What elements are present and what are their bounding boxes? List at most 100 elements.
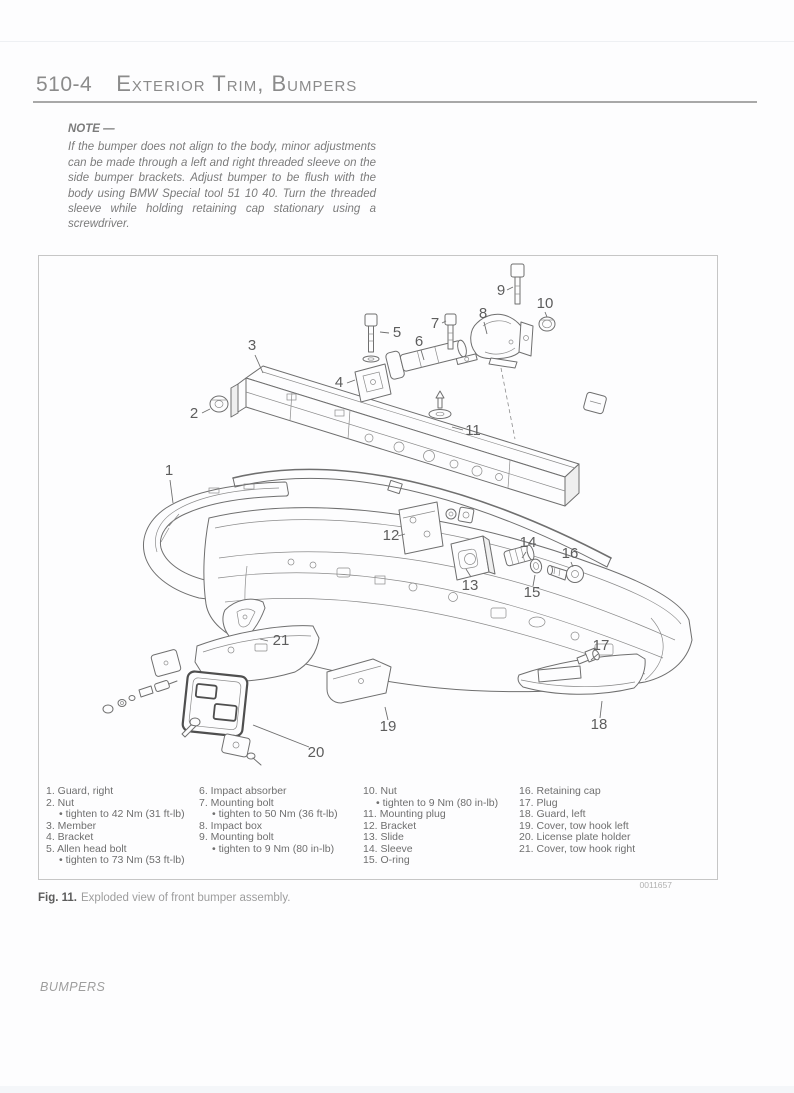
legend-item-note: • tighten to 9 Nm (80 in-lb) (376, 796, 499, 809)
part-trim-strip (232, 468, 612, 568)
legend-item: 7. Mounting bolt (199, 796, 274, 809)
legend-item: 20. License plate holder (519, 831, 631, 843)
part-nut-10 (538, 316, 556, 332)
callout-leader-10 (544, 311, 548, 318)
callout-leader-7 (441, 320, 447, 324)
part-clip-right (583, 391, 607, 415)
legend-item: 10. Nut (363, 785, 397, 797)
callout-leader-15 (532, 574, 536, 587)
callout-leader-9 (506, 286, 514, 291)
callout-number-1: 1 (165, 462, 173, 479)
section-title: Exterior Trim, Bumpers (116, 71, 358, 96)
callout-number-14: 14 (520, 534, 537, 551)
part-mounting-plug (428, 390, 452, 419)
figure-caption: Fig. 11. Exploded view of front bumper as… (38, 892, 290, 904)
note-block: NOTE — If the bumper does not align to t… (68, 122, 376, 233)
callout-number-21: 21 (273, 632, 290, 649)
page-header: 510-4 Exterior Trim, Bumpers (36, 71, 357, 97)
legend-item: 17. Plug (519, 796, 558, 809)
callout-number-7: 7 (431, 315, 439, 332)
part-member (230, 365, 580, 507)
callout-number-18: 18 (591, 716, 608, 733)
legend-item: 13. Slide (363, 831, 404, 843)
callout-number-2: 2 (190, 405, 198, 422)
part-o-ring (529, 558, 543, 574)
legend-item: 12. Bracket (363, 819, 417, 832)
callout-leader-18 (599, 700, 603, 719)
callout-leader-11 (451, 426, 464, 431)
callout-number-16: 16 (562, 545, 579, 562)
legend-item: 16. Retaining cap (519, 785, 601, 797)
callout-leader-14 (521, 551, 527, 559)
legend-item-note: • tighten to 50 Nm (36 ft-lb) (212, 808, 338, 820)
part-allen-head-bolt (362, 313, 380, 363)
section-number: 510-4 (36, 73, 93, 96)
legend-item: 8. Impact box (199, 819, 263, 832)
callout-leader-13 (465, 568, 472, 578)
note-heading: NOTE — (68, 123, 115, 135)
callout-leader-12 (397, 533, 406, 537)
part-small-plate (150, 649, 182, 677)
part-retaining-cap (547, 565, 584, 583)
callout-leader-16 (570, 561, 574, 568)
callout-number-17: 17 (593, 637, 610, 654)
legend-item: 19. Cover, tow hook left (519, 819, 629, 832)
legend-item: 21. Cover, tow hook right (519, 842, 636, 855)
part-bracket-12 (398, 501, 475, 555)
callout-number-10: 10 (537, 295, 554, 312)
callout-number-5: 5 (393, 324, 401, 341)
header-rule (33, 101, 757, 103)
figure-caption-label: Fig. 11. (38, 892, 77, 904)
part-slide (450, 535, 496, 581)
legend-column-3: 10. Nut• tighten to 9 Nm (80 in-lb)11. M… (363, 785, 519, 867)
part-cover-tow-hook-left (326, 658, 392, 704)
legend-item: 18. Guard, left (519, 808, 586, 820)
callout-number-15: 15 (524, 584, 541, 601)
callout-leader-21 (259, 638, 269, 642)
figure-doc-number: 0011657 (639, 880, 672, 890)
page-edge-bottom (0, 1086, 794, 1093)
legend-item: 15. O-ring (363, 854, 410, 866)
callout-number-8: 8 (479, 305, 487, 322)
callout-number-12: 12 (383, 527, 400, 544)
page-footer: BUMPERS (40, 980, 106, 994)
legend-item-note: • tighten to 73 Nm (53 ft-lb) (59, 854, 185, 866)
legend-item: 1. Guard, right (46, 785, 114, 797)
callout-leader-19 (384, 706, 389, 721)
callout-leader-5 (379, 331, 390, 334)
callout-leader-17 (590, 653, 599, 661)
part-nut-2 (209, 395, 229, 413)
callout-leader-20 (252, 724, 310, 748)
legend-item: 5. Allen head bolt (46, 842, 127, 855)
legend-item: 2. Nut (46, 796, 75, 809)
legend-item: 9. Mounting bolt (199, 831, 274, 843)
callout-number-6: 6 (415, 333, 423, 350)
note-body: If the bumper does not align to the body… (68, 141, 376, 231)
legend-item: 14. Sleeve (363, 842, 413, 855)
part-mounting-bolt-9 (510, 263, 525, 305)
callout-number-13: 13 (462, 577, 479, 594)
figure-caption-text: Exploded view of front bumper assembly. (81, 892, 291, 904)
part-screws-clip (181, 717, 262, 766)
callout-leader-3 (254, 354, 264, 374)
callout-number-9: 9 (497, 282, 505, 299)
legend-item-note: • tighten to 9 Nm (80 in-lb) (212, 842, 335, 855)
legend-item: 6. Impact absorber (199, 785, 287, 797)
callout-leader-6 (420, 349, 425, 361)
part-guard-left (517, 653, 646, 695)
legend-item: 4. Bracket (46, 831, 94, 843)
callout-number-4: 4 (335, 374, 343, 391)
callout-number-19: 19 (380, 718, 397, 735)
callout-leader-8 (483, 321, 488, 335)
callout-number-3: 3 (248, 337, 256, 354)
callout-number-20: 20 (308, 744, 325, 761)
part-mounting-bolt-7 (444, 313, 457, 350)
